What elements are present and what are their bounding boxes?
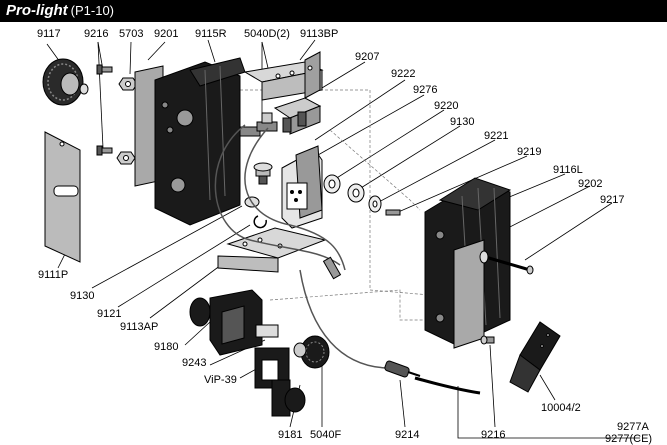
label-10004-2: 10004/2: [541, 402, 581, 414]
label-9117: 9117: [37, 28, 61, 40]
label-9180: 9180: [154, 341, 179, 353]
page-title: Pro-light(P1-10): [6, 2, 114, 19]
label-9219: 9219: [517, 146, 542, 158]
title-bar: Pro-light(P1-10): [0, 0, 667, 22]
label-9221: 9221: [484, 130, 509, 142]
title-text: Pro-light: [6, 2, 68, 19]
plug-10004: [509, 321, 561, 393]
cables: [214, 124, 481, 395]
label-9276: 9276: [413, 84, 438, 96]
label-9201: 9201: [154, 28, 179, 40]
label-9130-bottom: 9130: [70, 290, 95, 302]
label-9111p: 9111P: [38, 269, 69, 281]
label-9243: 9243: [182, 357, 207, 369]
screw-9217: [479, 250, 534, 275]
label-9216-bottom: 9216: [481, 429, 506, 441]
plate-9202: [453, 239, 485, 349]
label-9202: 9202: [578, 178, 603, 190]
screw-9216b: [480, 335, 495, 345]
heatsink-9115r: [154, 57, 246, 226]
label-9121: 9121: [97, 308, 122, 320]
label-9220: 9220: [434, 100, 459, 112]
label-5703: 5703: [119, 28, 144, 40]
label-vip39: ViP-39: [204, 374, 237, 386]
socket-9207: [273, 97, 322, 135]
screw-set: [96, 64, 138, 165]
plug-9214: [384, 360, 421, 378]
clamp-assembly: [189, 289, 330, 417]
label-9217: 9217: [600, 194, 625, 206]
cover-9111p: [44, 131, 81, 263]
title-subtitle: (P1-10): [70, 3, 115, 18]
label-9130-top: 9130: [450, 116, 475, 128]
label-9113bp: 9113BP: [300, 28, 339, 40]
connector-5040d: [239, 112, 278, 137]
label-9116l: 9116L: [553, 164, 583, 176]
label-9113ap: 9113AP: [120, 321, 159, 333]
lamp-holder: [253, 145, 323, 229]
label-9216-top: 9216: [84, 28, 109, 40]
connector-5040f: [322, 256, 342, 280]
label-9277a: 9277A: [617, 421, 649, 433]
label-9222: 9222: [391, 68, 416, 80]
label-5040d2: 5040D(2): [244, 28, 290, 40]
label-9115r: 9115R: [195, 28, 227, 40]
bracket-9113bp: [243, 51, 324, 101]
label-9181: 9181: [278, 429, 303, 441]
label-5040f: 5040F: [310, 429, 342, 441]
label-9277ce: 9277(CE): [605, 433, 653, 445]
label-9214: 9214: [395, 429, 420, 441]
label-9207: 9207: [355, 51, 380, 63]
knob-9117: [42, 58, 89, 106]
